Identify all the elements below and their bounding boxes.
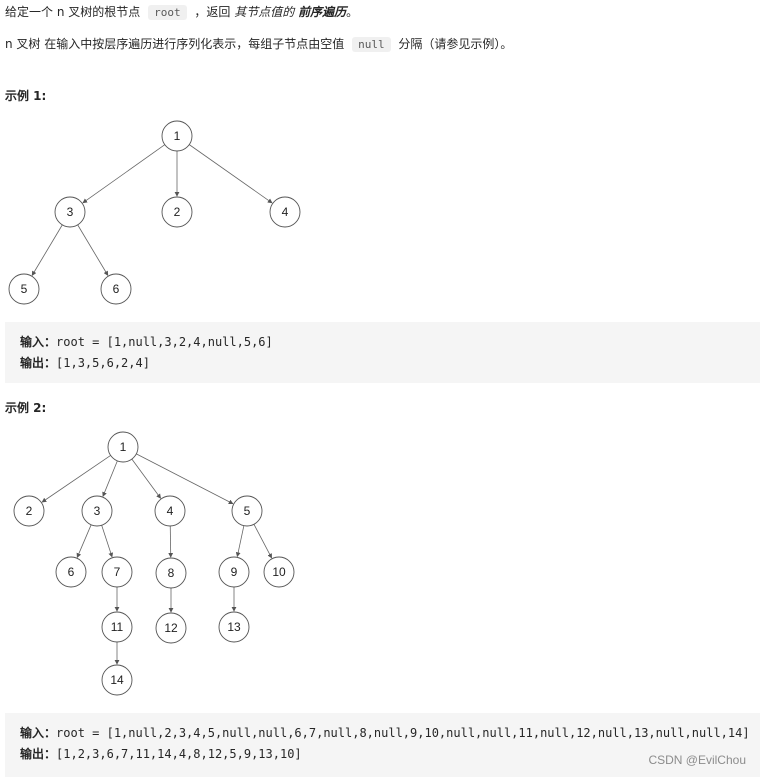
tree2-node-label-13: 13 [227,620,241,634]
tree1-node-label-5: 5 [21,282,28,296]
intro-text: 给定一个 n 叉树的根节点 [5,5,141,19]
output-label: 输出： [20,747,57,761]
tree1-edge-3-5 [31,224,63,276]
tree2-node-label-10: 10 [272,565,286,579]
tree2-node-label-14: 14 [110,673,124,687]
input-label: 输入： [20,726,57,740]
tree2-node-label-6: 6 [68,565,75,579]
tree1-node-3 [54,196,86,228]
example-1-tree-diagram: 1 3 2 4 5 6 [8,120,301,305]
tree2-edge-5-10 [253,524,272,559]
intro-line-2: n 叉树 在输入中按层序遍历进行序列化表示，每组子节点由空值 null 分隔（请… [5,36,512,53]
intro-bold-italic: 前序遍历 [298,5,347,19]
tree2-node-label-1: 1 [120,440,127,454]
tree2-node-label-11: 11 [111,620,124,634]
tree2-edge-1-5 [136,453,234,505]
tree1-node-1 [161,120,193,152]
tree1-node-label-3: 3 [67,205,74,219]
example-1-heading: 示例 1: [5,89,47,103]
tree2-node-label-12: 12 [164,621,178,635]
example-2-output-line: 输出：[1,2,3,6,7,11,14,4,8,12,5,9,13,10] [20,744,760,765]
intro-line-1: 给定一个 n 叉树的根节点 root ，返回 其节点值的 前序遍历。 [5,4,358,21]
inline-code-null: null [352,37,391,52]
tree2-edge-1-3 [102,460,118,497]
tree2-node-4 [154,495,186,527]
tree1-node-label-4: 4 [282,205,289,219]
tree2-node-13 [218,611,250,643]
tree2-node-label-4: 4 [167,504,174,518]
tree2-edge-1-4 [131,458,162,499]
tree2-edge-3-7 [101,525,114,558]
tree1-edge-1-4 [189,144,273,204]
example-2-input-line: 输入：root = [1,null,2,3,4,5,null,null,6,7,… [20,723,760,744]
watermark: CSDN @EvilChou [648,753,746,767]
output-label: 输出： [20,356,57,370]
tree2-node-9 [218,556,250,588]
example-1-code-block: 输入：root = [1,null,3,2,4,null,5,6] 输出：[1,… [5,322,760,383]
tree2-node-8 [155,557,187,589]
tree1-node-5 [8,273,40,305]
output-value: [1,3,5,6,2,4] [56,356,150,370]
tree1-node-label-6: 6 [113,282,120,296]
intro-text: n 叉树 在输入中按层序遍历进行序列化表示，每组子节点由空值 [5,37,345,51]
intro-text: ，返回 [194,5,231,19]
tree2-node-2 [13,495,45,527]
tree2-node-label-5: 5 [244,504,251,518]
tree2-node-10 [263,556,295,588]
tree1-edge-3-6 [77,224,109,276]
tree2-node-label-2: 2 [26,504,33,518]
tree2-node-label-9: 9 [231,565,238,579]
input-label: 输入： [20,335,57,349]
tree2-node-7 [101,556,133,588]
tree2-node-5 [231,495,263,527]
input-value: root = [1,null,3,2,4,null,5,6] [56,335,273,349]
tree2-edge-3-6 [76,524,92,559]
example-1-output-line: 输出：[1,3,5,6,2,4] [20,353,760,374]
tree2-edge-4-8 [168,525,174,558]
tree1-node-label-2: 2 [174,205,181,219]
intro-text: 。 [346,5,359,19]
tree2-node-6 [55,556,87,588]
tree1-edge-1-3 [82,144,166,204]
inline-code-root: root [148,5,187,20]
tree2-node-14 [101,664,133,696]
tree2-node-label-3: 3 [94,504,101,518]
example-1-input-line: 输入：root = [1,null,3,2,4,null,5,6] [20,332,760,353]
intro-text: 分隔（请参见示例）。 [398,37,513,51]
tree2-node-3 [81,495,113,527]
tree2-node-1 [107,431,139,463]
tree2-node-11 [101,611,133,643]
intro-italic: 其节点值的 [234,5,295,19]
output-value: [1,2,3,6,7,11,14,4,8,12,5,9,13,10] [56,747,302,761]
input-value: root = [1,null,2,3,4,5,null,null,6,7,nul… [56,726,750,740]
tree2-edge-5-9 [235,525,245,558]
tree1-node-label-1: 1 [174,129,181,143]
tree2-node-label-7: 7 [114,565,121,579]
tree1-node-2 [161,196,193,228]
example-2-code-block: 输入：root = [1,null,2,3,4,5,null,null,6,7,… [5,713,760,777]
tree2-edge-1-2 [41,455,111,503]
tree1-node-4 [269,196,301,228]
tree1-node-6 [100,273,132,305]
tree2-node-12 [155,612,187,644]
example-2-heading: 示例 2: [5,401,47,415]
tree2-node-label-8: 8 [168,566,175,580]
